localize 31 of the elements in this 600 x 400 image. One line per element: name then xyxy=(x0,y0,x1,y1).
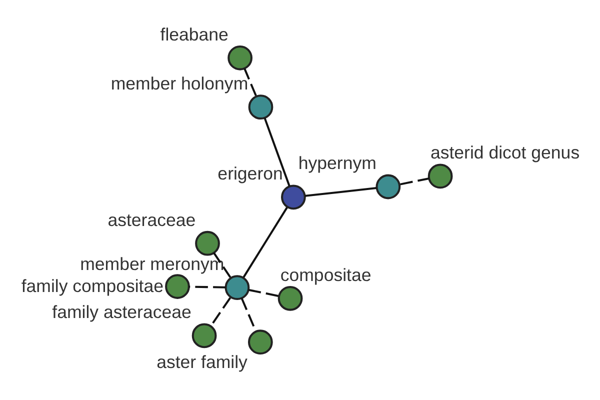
node-label: asteraceae xyxy=(108,210,196,230)
node-circle xyxy=(281,184,306,210)
connector xyxy=(248,288,280,298)
connector xyxy=(304,187,377,197)
node-circle xyxy=(165,274,190,299)
node-label: asterid dicot genus xyxy=(430,142,580,163)
connector xyxy=(244,68,257,96)
node-circle xyxy=(248,330,273,355)
node-label: compositae xyxy=(280,264,372,285)
connector xyxy=(240,298,257,332)
node-label: family asteraceae xyxy=(52,302,192,322)
connector xyxy=(188,286,226,288)
node-label: aster family xyxy=(156,352,248,372)
node-label: hypernym xyxy=(298,153,376,174)
node-label: fleabane xyxy=(160,24,228,44)
node-circle xyxy=(376,174,401,200)
node-circle xyxy=(224,275,250,300)
connector xyxy=(400,178,430,186)
connector xyxy=(242,207,288,278)
connector xyxy=(213,252,232,278)
node-label: member meronym xyxy=(80,254,224,274)
node-circle xyxy=(248,94,274,120)
connector xyxy=(264,118,290,186)
node-circle xyxy=(278,286,303,311)
node-label: family compositae xyxy=(21,276,164,296)
node-label: erigeron xyxy=(218,164,283,184)
node-circle xyxy=(228,45,252,70)
node-circle xyxy=(428,164,453,189)
node-label: member holonym xyxy=(110,74,248,94)
node-circle xyxy=(192,323,217,348)
node-circle xyxy=(195,230,220,256)
